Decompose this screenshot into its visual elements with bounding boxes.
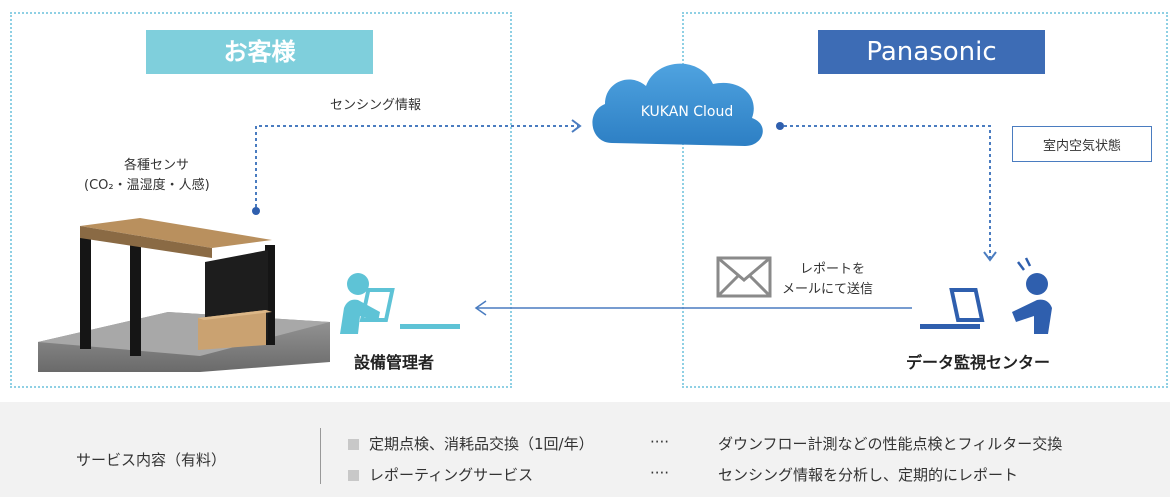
services-section xyxy=(0,402,1170,497)
panasonic-header: Panasonic xyxy=(818,30,1045,74)
center-person-icon xyxy=(920,257,1052,334)
customer-panel xyxy=(10,12,512,388)
bullet-square-icon xyxy=(348,470,359,481)
report-send-label: メールにて送信 xyxy=(782,282,874,297)
service-name: 定期点検、消耗品交換（1回/年） xyxy=(369,435,594,453)
cloud-icon xyxy=(592,63,763,146)
room-air-box xyxy=(1012,126,1152,162)
report-label: レポートを xyxy=(800,262,866,277)
sensor-types-label: (CO₂・温湿度・人感) xyxy=(84,178,210,193)
service-item: レポーティングサービス xyxy=(348,464,533,485)
report-arrow xyxy=(474,300,912,316)
sensor-label: 各種センサ xyxy=(124,158,190,173)
panasonic-panel xyxy=(682,12,1168,388)
service-item: 定期点検、消耗品交換（1回/年） xyxy=(348,433,594,454)
room-air-label: 室内空気状態 xyxy=(1042,139,1121,154)
pergola-image xyxy=(38,218,330,372)
bullet-square-icon xyxy=(348,439,359,450)
services-title: サービス内容（有料） xyxy=(76,451,227,469)
room-air-arrow xyxy=(776,122,997,262)
sensing-arrow xyxy=(252,119,582,215)
service-name: レポーティングサービス xyxy=(369,466,534,484)
manager-label: 設備管理者 xyxy=(354,353,435,372)
sensing-label: センシング情報 xyxy=(330,98,422,113)
service-desc: センシング情報を分析し、定期的にレポート xyxy=(718,466,1019,484)
diagram-graphics xyxy=(38,63,1052,372)
services-divider xyxy=(320,428,321,484)
cloud-label: KUKAN Cloud xyxy=(640,104,734,120)
mail-icon xyxy=(716,256,772,298)
service-desc: ダウンフロー計測などの性能点検とフィルター交換 xyxy=(718,435,1063,453)
manager-person-icon xyxy=(340,273,460,334)
center-label: データ監視センター xyxy=(906,353,1051,372)
customer-header: お客様 xyxy=(146,30,373,74)
service-dots: ···· xyxy=(650,433,670,451)
service-dots: ···· xyxy=(650,464,670,482)
